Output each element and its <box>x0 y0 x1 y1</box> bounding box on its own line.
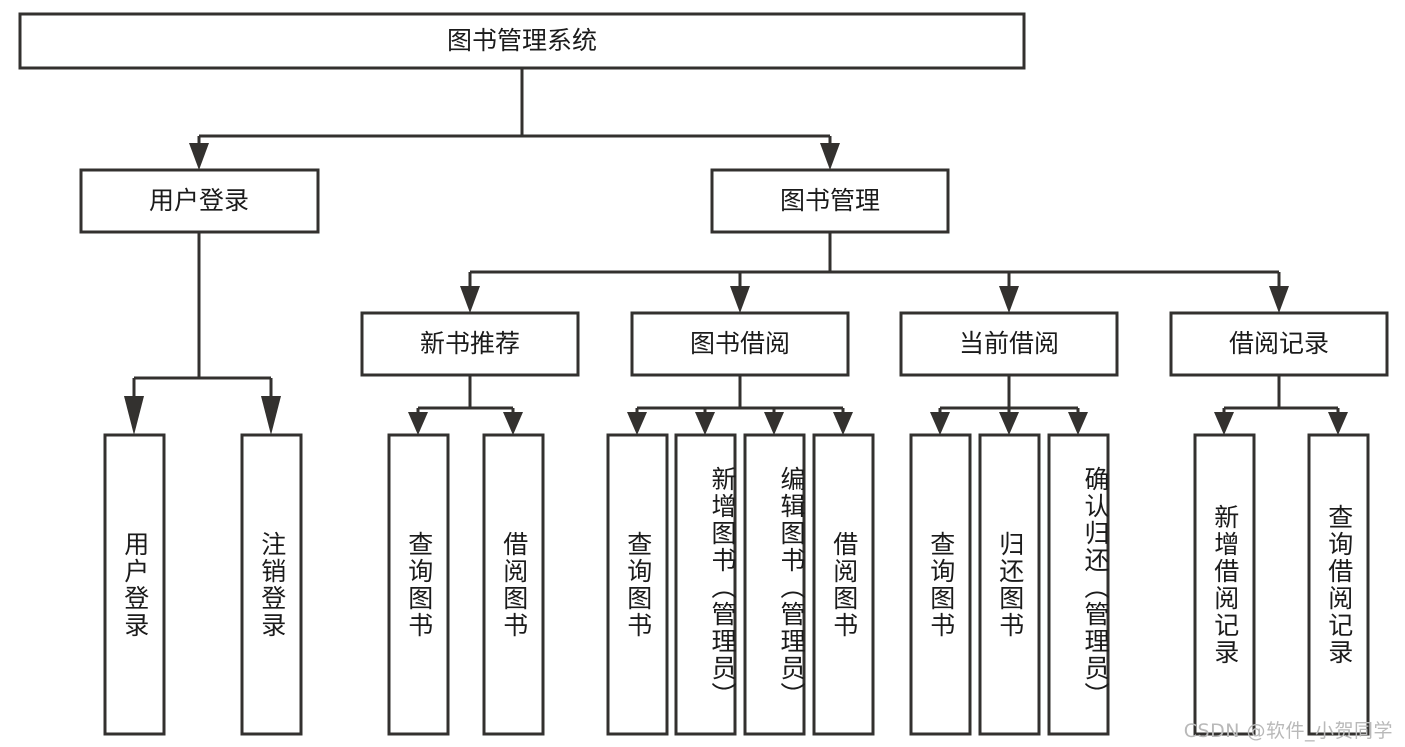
arrow-head-leaf-1 <box>124 396 144 435</box>
connector-newbook-to-leaves <box>408 375 523 435</box>
arrow-head-leaf-10 <box>999 412 1019 435</box>
node-box-borrow[interactable] <box>630 311 850 377</box>
node-box-leaf-2[interactable] <box>240 433 303 736</box>
node-box-leaf-8[interactable] <box>812 433 875 736</box>
node-box-current[interactable] <box>899 311 1119 377</box>
connector-borrow-to-leaves <box>627 375 853 435</box>
arrow-head-records <box>1269 286 1289 313</box>
node-box-leaf-12[interactable] <box>1193 433 1256 736</box>
node-label-bookmgmt: 图书管理 <box>780 186 880 215</box>
node-box-login[interactable] <box>79 168 320 234</box>
node-box-leaf-7[interactable] <box>743 433 806 736</box>
connector-login-to-leaves <box>124 232 281 435</box>
arrow-head-leaf-6 <box>695 412 715 435</box>
connector-records-to-leaves <box>1214 375 1348 435</box>
arrow-head-leaf-11 <box>1068 412 1088 435</box>
arrow-head-login <box>189 143 209 170</box>
node-box-leaf-6[interactable] <box>674 433 737 736</box>
arrow-head-leaf-9 <box>930 412 950 435</box>
node-label-newbook: 新书推荐 <box>420 329 520 358</box>
node-box-leaf-5[interactable] <box>606 433 669 736</box>
node-box-leaf-13[interactable] <box>1307 433 1370 736</box>
node-box-leaf-9[interactable] <box>909 433 972 736</box>
arrow-head-leaf-2 <box>261 396 281 435</box>
watermark-text: CSDN @软件_小贺同学 <box>1183 720 1393 742</box>
node-box-bookmgmt[interactable] <box>710 168 950 234</box>
node-box-leaf-1[interactable] <box>103 433 166 736</box>
node-label-root: 图书管理系统 <box>447 26 597 55</box>
connector-bookmgmt-to-level3 <box>460 232 1289 313</box>
arrow-head-bookmgmt <box>820 143 840 170</box>
arrow-head-leaf-7 <box>764 412 784 435</box>
node-box-newbook[interactable] <box>360 311 580 377</box>
node-label-login: 用户登录 <box>149 186 249 215</box>
node-box-leaf-10[interactable] <box>978 433 1041 736</box>
arrow-head-leaf-5 <box>627 412 647 435</box>
node-label-records: 借阅记录 <box>1229 329 1329 358</box>
arrow-head-leaf-4 <box>503 412 523 435</box>
node-box-root[interactable] <box>18 12 1026 70</box>
node-label-current: 当前借阅 <box>959 329 1059 358</box>
node-box-leaf-4[interactable] <box>482 433 545 736</box>
connector-current-to-leaves <box>930 375 1088 435</box>
arrow-head-borrow <box>730 286 750 313</box>
arrow-head-leaf-8 <box>833 412 853 435</box>
node-label-borrow: 图书借阅 <box>690 329 790 358</box>
arrow-head-leaf-13 <box>1328 412 1348 435</box>
arrow-head-leaf-12 <box>1214 412 1234 435</box>
node-box-leaf-11[interactable] <box>1047 433 1110 736</box>
arrow-head-leaf-3 <box>408 412 428 435</box>
node-box-leaf-3[interactable] <box>387 433 450 736</box>
node-box-records[interactable] <box>1169 311 1389 377</box>
connector-root-to-level2 <box>189 68 840 170</box>
arrow-head-current <box>999 286 1019 313</box>
arrow-head-newbook <box>460 286 480 313</box>
